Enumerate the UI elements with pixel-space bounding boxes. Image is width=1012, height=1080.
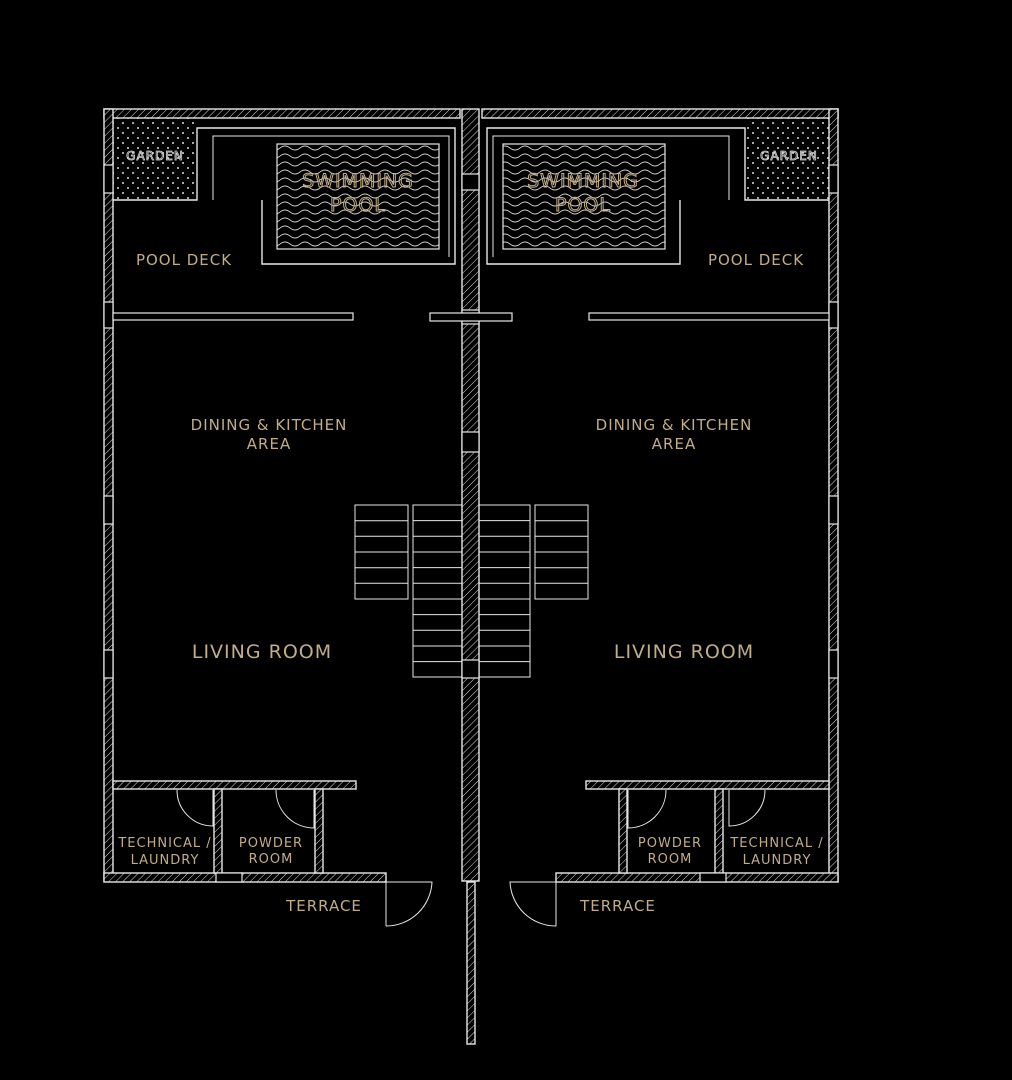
powder-label-right-2: ROOM — [648, 852, 693, 867]
window-right — [828, 649, 839, 679]
window-right — [828, 164, 839, 194]
terrace-label-left: TERRACE — [285, 897, 362, 915]
top-wall-right — [481, 108, 839, 119]
window-right — [828, 301, 839, 329]
window-left — [103, 164, 114, 194]
window-left — [215, 872, 243, 883]
pool-label-left-1: SWIMMING — [302, 170, 414, 192]
pool-label-right-2: POOL — [555, 194, 611, 216]
unit-right: GARDEN SWIMMING POOL POOL DECK DINING & … — [481, 108, 839, 927]
living-label-left: LIVING ROOM — [192, 641, 332, 663]
partition-wall-right-1 — [618, 788, 628, 874]
powder-label-right-1: POWDER — [638, 836, 702, 851]
pool-deck-label-left: POOL DECK — [136, 251, 232, 269]
swimming-pool-left — [276, 143, 440, 250]
party-wall — [429, 108, 513, 1045]
window-left — [103, 495, 114, 525]
terrace-label-right: TERRACE — [579, 897, 656, 915]
pool-label-right-1: SWIMMING — [527, 170, 639, 192]
garden-label-right: GARDEN — [760, 149, 818, 163]
entrance-door-left — [385, 881, 433, 927]
entrance-door-right — [509, 881, 557, 927]
dining-label-left-1: DINING & KITCHEN — [191, 416, 348, 434]
staircase — [354, 504, 589, 678]
window-left — [103, 649, 114, 679]
partition-wall-right-2 — [714, 788, 724, 874]
technical-label-right-2: LAUNDRY — [743, 853, 812, 868]
door-swing-technical — [176, 789, 214, 827]
unit-left: GARDEN SWIMMING POOL POOL DECK DINING & … — [103, 108, 461, 927]
sliding-door-right — [588, 312, 830, 321]
service-wall-right — [585, 780, 830, 790]
partition-wall-left-2 — [314, 788, 324, 874]
window-right — [699, 872, 727, 883]
dining-label-left-2: AREA — [247, 435, 291, 453]
sliding-door-left — [112, 312, 354, 321]
outer-wall-right — [828, 108, 839, 882]
door-swing-powder-right — [627, 789, 667, 829]
dining-label-right-1: DINING & KITCHEN — [596, 416, 753, 434]
service-wall-left — [112, 780, 357, 790]
garden-label-left: GARDEN — [126, 149, 184, 163]
technical-label-right-1: TECHNICAL / — [729, 836, 823, 851]
partition-wall-left-1 — [213, 788, 223, 874]
dining-label-right-2: AREA — [652, 435, 696, 453]
swimming-pool-right — [502, 143, 666, 250]
technical-label-left-1: TECHNICAL / — [117, 836, 211, 851]
powder-label-left-2: ROOM — [249, 852, 294, 867]
living-label-right: LIVING ROOM — [614, 641, 754, 663]
pool-deck-outline-left — [113, 127, 456, 265]
door-swing-technical-right — [728, 789, 766, 827]
door-swing-powder-left — [275, 789, 315, 829]
technical-label-left-2: LAUNDRY — [131, 853, 200, 868]
pool-label-left-2: POOL — [330, 194, 386, 216]
pool-deck-outline-right — [486, 127, 829, 265]
outer-wall-left — [103, 108, 114, 882]
window-left — [103, 301, 114, 329]
bottom-wall-right — [555, 872, 839, 883]
top-wall-left — [103, 108, 461, 119]
bottom-wall-left — [103, 872, 387, 883]
garden-area-right — [745, 118, 829, 200]
window-right — [828, 495, 839, 525]
powder-label-left-1: POWDER — [239, 836, 303, 851]
garden-area-left — [113, 118, 197, 200]
pool-deck-label-right: POOL DECK — [708, 251, 804, 269]
